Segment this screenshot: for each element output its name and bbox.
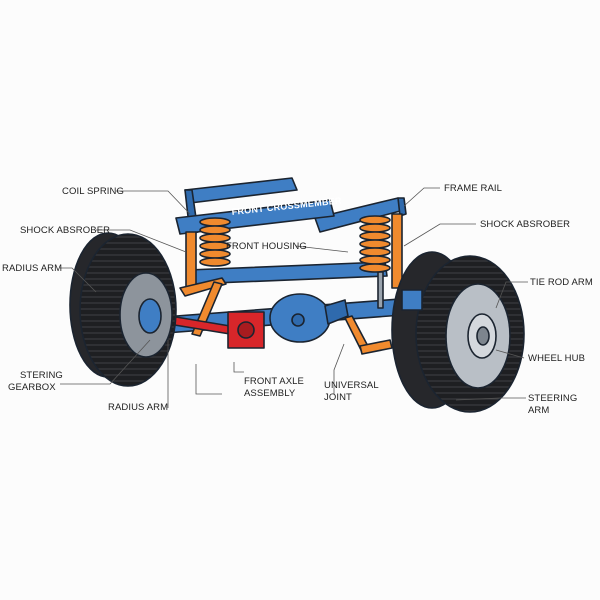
label-arm: ARM: [528, 405, 549, 416]
frame-rail-upright-right: [397, 197, 407, 217]
label-universal: UNIVERSAL: [324, 380, 379, 391]
label-coil-spring: COIL SPRING: [62, 186, 124, 197]
label-frame-rail: FRAME RAIL: [444, 183, 502, 194]
label-shock-absrober-right: SHOCK ABSROBER: [480, 219, 570, 230]
axle-housing-port: [237, 321, 255, 339]
differential-center: [291, 313, 305, 327]
left-wheel: [69, 232, 177, 387]
label-front-axle: FRONT AXLE: [244, 376, 304, 387]
right-shock-body: [391, 213, 403, 289]
leader-lines: [60, 187, 528, 408]
pinion-housing: [324, 299, 349, 325]
label-wheel-hub: WHEEL HUB: [528, 353, 585, 364]
front-housing: [269, 293, 349, 343]
label-assembly: ASSEMBLY: [244, 388, 296, 399]
left-coil-spring-assembly: [185, 217, 231, 293]
label-front-housing: FRONT HOUSING: [226, 241, 307, 252]
label-tie-rod-arm: TIE ROD ARM: [530, 277, 593, 288]
label-stering: STERING: [20, 370, 63, 381]
left-coil-spring: [199, 217, 231, 267]
right-shock-rod: [377, 271, 384, 309]
label-shock-absrober-left: SHOCK ABSROBER: [20, 225, 110, 236]
label-radius-arm-left: RADIUS ARM: [2, 263, 62, 274]
right-coil-spring-assembly: [359, 213, 403, 309]
right-wheel: [391, 251, 525, 413]
left-shock-body: [185, 231, 197, 293]
label-gearbox: GEARBOX: [8, 382, 56, 393]
labels: COIL SPRING SHOCK ABSROBER RADIUS ARM ST…: [2, 183, 593, 416]
frame-rail-left: [184, 177, 298, 204]
radius-arm-right-foot: [359, 339, 393, 355]
label-radius-arm-bottom: RADIUS ARM: [108, 402, 168, 413]
label-joint: JOINT: [324, 392, 352, 403]
right-hub-cap: [476, 326, 490, 346]
label-steering: STEERING: [528, 393, 577, 404]
left-hub: [138, 298, 162, 334]
right-coil-spring: [359, 215, 391, 273]
right-knuckle: [401, 289, 423, 311]
